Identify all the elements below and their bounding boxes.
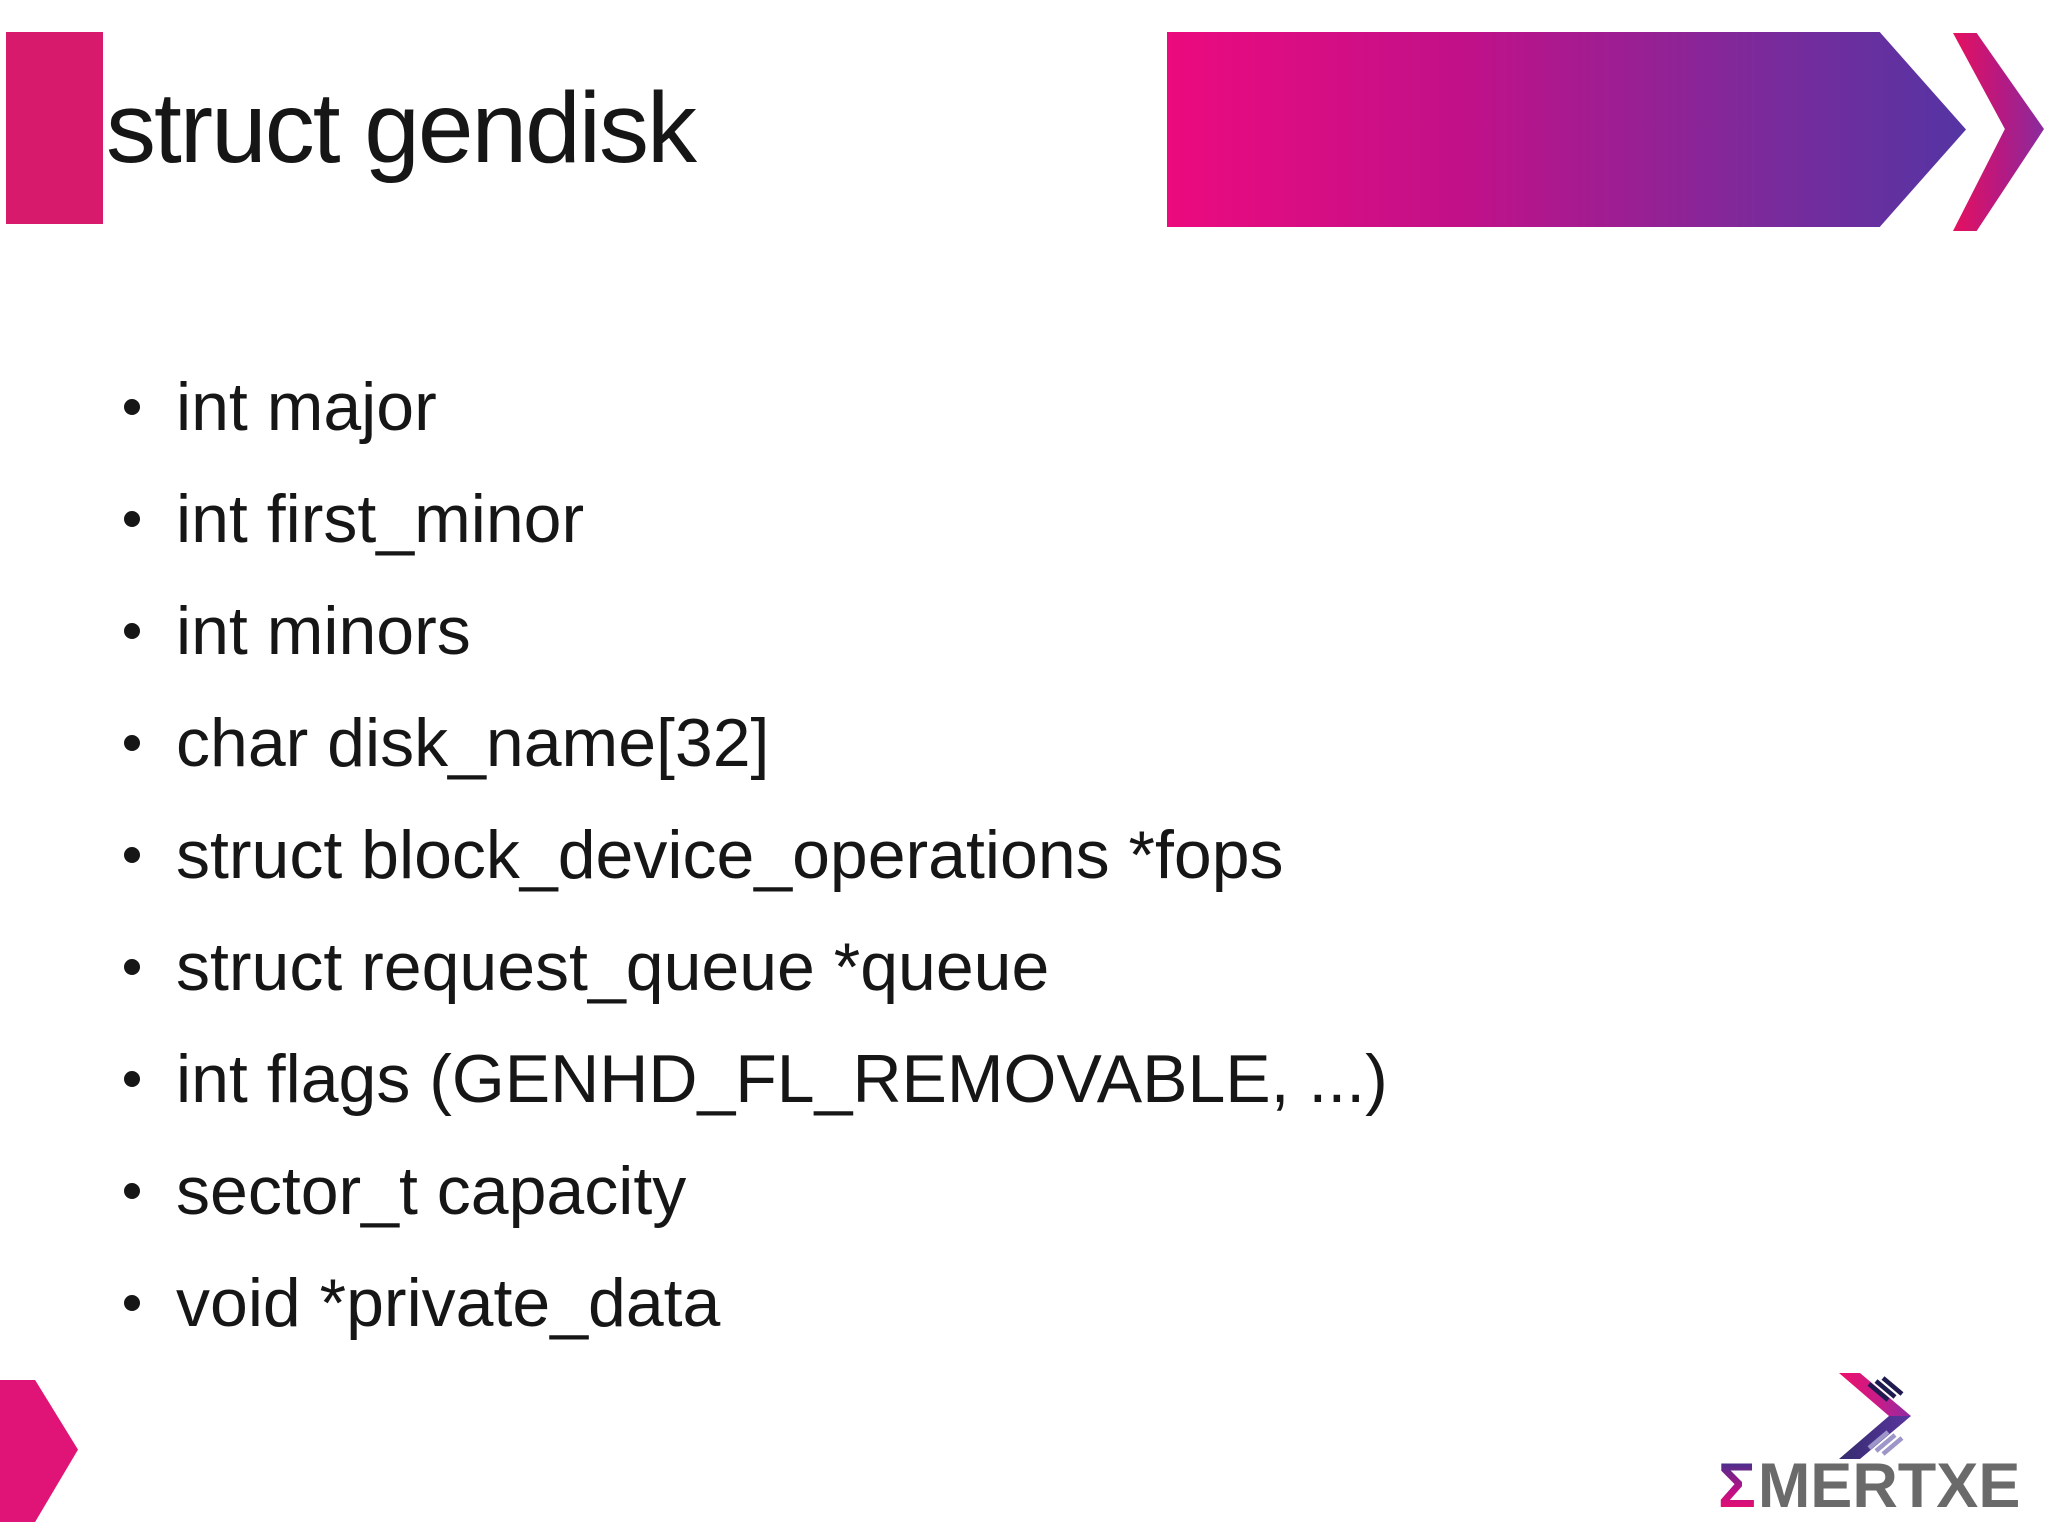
bullet-list: int major int first_minor int minors cha… [124,351,1388,1359]
logo-name: MERTXE [1757,1451,2021,1521]
bullet-item: char disk_name[32] [124,687,1388,799]
emertxe-logo: ΣMERTXE [1700,1360,2048,1530]
title-accent-bar [6,32,103,224]
footer-arrow-icon [0,1380,78,1522]
header-banner-icon [1167,32,1966,227]
logo-sigma: Σ [1718,1451,1756,1521]
bullet-item: void *private_data [124,1247,1388,1359]
logo-text: ΣMERTXE [1718,1455,2020,1518]
bullet-item: int major [124,351,1388,463]
bullet-item: sector_t capacity [124,1135,1388,1247]
logo-arrow-icon [1839,1373,1911,1459]
bullet-item: int flags (GENHD_FL_REMOVABLE, ...) [124,1023,1388,1135]
bullet-item: int minors [124,575,1388,687]
bullet-item: struct request_queue *queue [124,911,1388,1023]
bullet-item: int first_minor [124,463,1388,575]
bullet-item: struct block_device_operations *fops [124,799,1388,911]
header-chevron-icon [1953,33,2044,231]
page-title: struct gendisk [106,71,697,184]
